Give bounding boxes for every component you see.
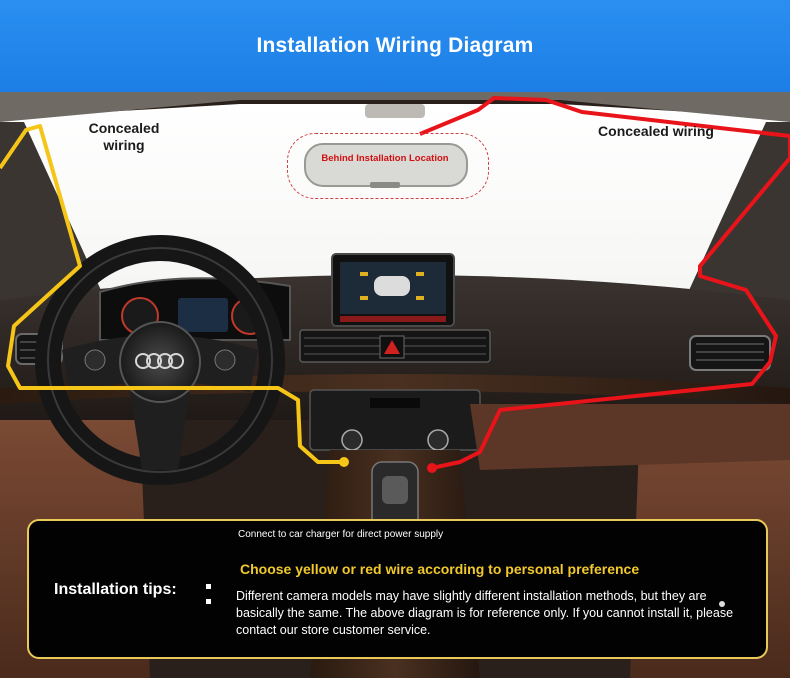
- yellow-wire-endpoint: [339, 457, 349, 467]
- right-air-vent: [689, 335, 771, 371]
- parking-sensor-display-icon: [374, 276, 410, 296]
- four-rings-logo-icon: [135, 353, 184, 369]
- wire-choice-tip: Choose yellow or red wire according to p…: [240, 561, 640, 577]
- red-wire-route: [419, 96, 790, 470]
- bullet-icon: [206, 584, 211, 589]
- tips-heading: Installation tips:: [54, 581, 177, 598]
- charger-note: Connect to car charger for direct power …: [238, 529, 444, 540]
- yellow-wire-route: [0, 124, 344, 464]
- windshield: [0, 104, 790, 330]
- hazard-icon: [384, 340, 400, 354]
- title-banner: Installation Wiring Diagram: [0, 0, 790, 92]
- right-concealed-wiring-label: Concealed wiring: [598, 123, 714, 139]
- installation-tips-panel: [27, 519, 768, 659]
- mirror-installation-zone: [287, 133, 489, 199]
- mirror-installation-label: Behind Installation Location: [321, 153, 449, 164]
- bullet-icon: [206, 599, 211, 604]
- page-title: Installation Wiring Diagram: [256, 34, 534, 57]
- disclaimer-tip: Different camera models may have slightl…: [236, 589, 734, 637]
- left-concealed-wiring-label: Concealed wiring: [88, 120, 160, 153]
- red-wire-endpoint: [427, 463, 437, 473]
- dot-icon: [719, 601, 725, 607]
